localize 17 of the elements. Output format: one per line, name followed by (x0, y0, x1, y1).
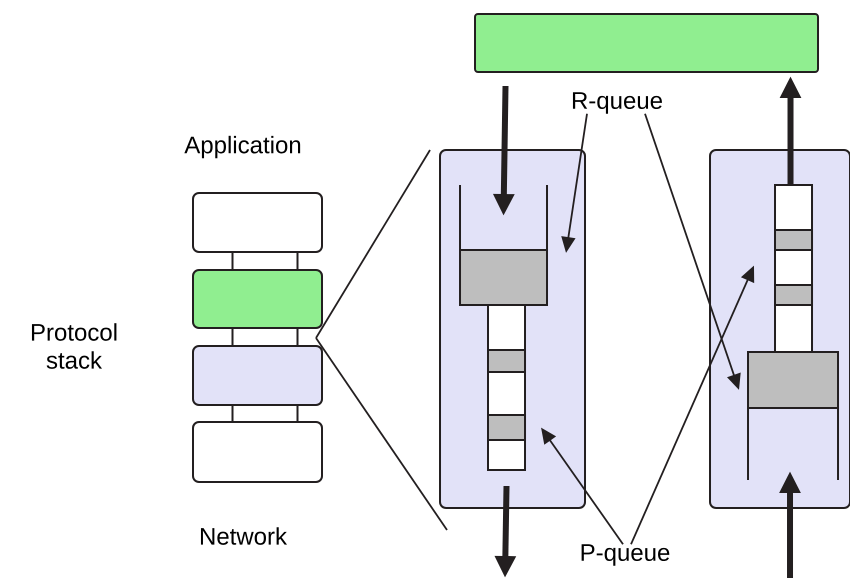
queue-label: R-queue (572, 92, 662, 114)
packet-column-drawing (774, 184, 814, 353)
packet-column-drawing (487, 304, 526, 471)
layer-box (192, 192, 323, 253)
layer-box (192, 269, 323, 329)
layer-label: Application (184, 136, 300, 158)
queue-label: P-queue (582, 544, 670, 566)
layer-connector (232, 405, 298, 422)
application-bar (474, 13, 819, 73)
layer-box (192, 421, 323, 483)
layer-label: Network (200, 527, 288, 545)
layer-connector (232, 252, 298, 270)
layer-label: Protocol stack (32, 323, 116, 369)
layer-box (192, 345, 323, 406)
queue-drawing (459, 185, 548, 306)
queue-drawing (747, 351, 839, 480)
layer-connector (232, 328, 298, 346)
